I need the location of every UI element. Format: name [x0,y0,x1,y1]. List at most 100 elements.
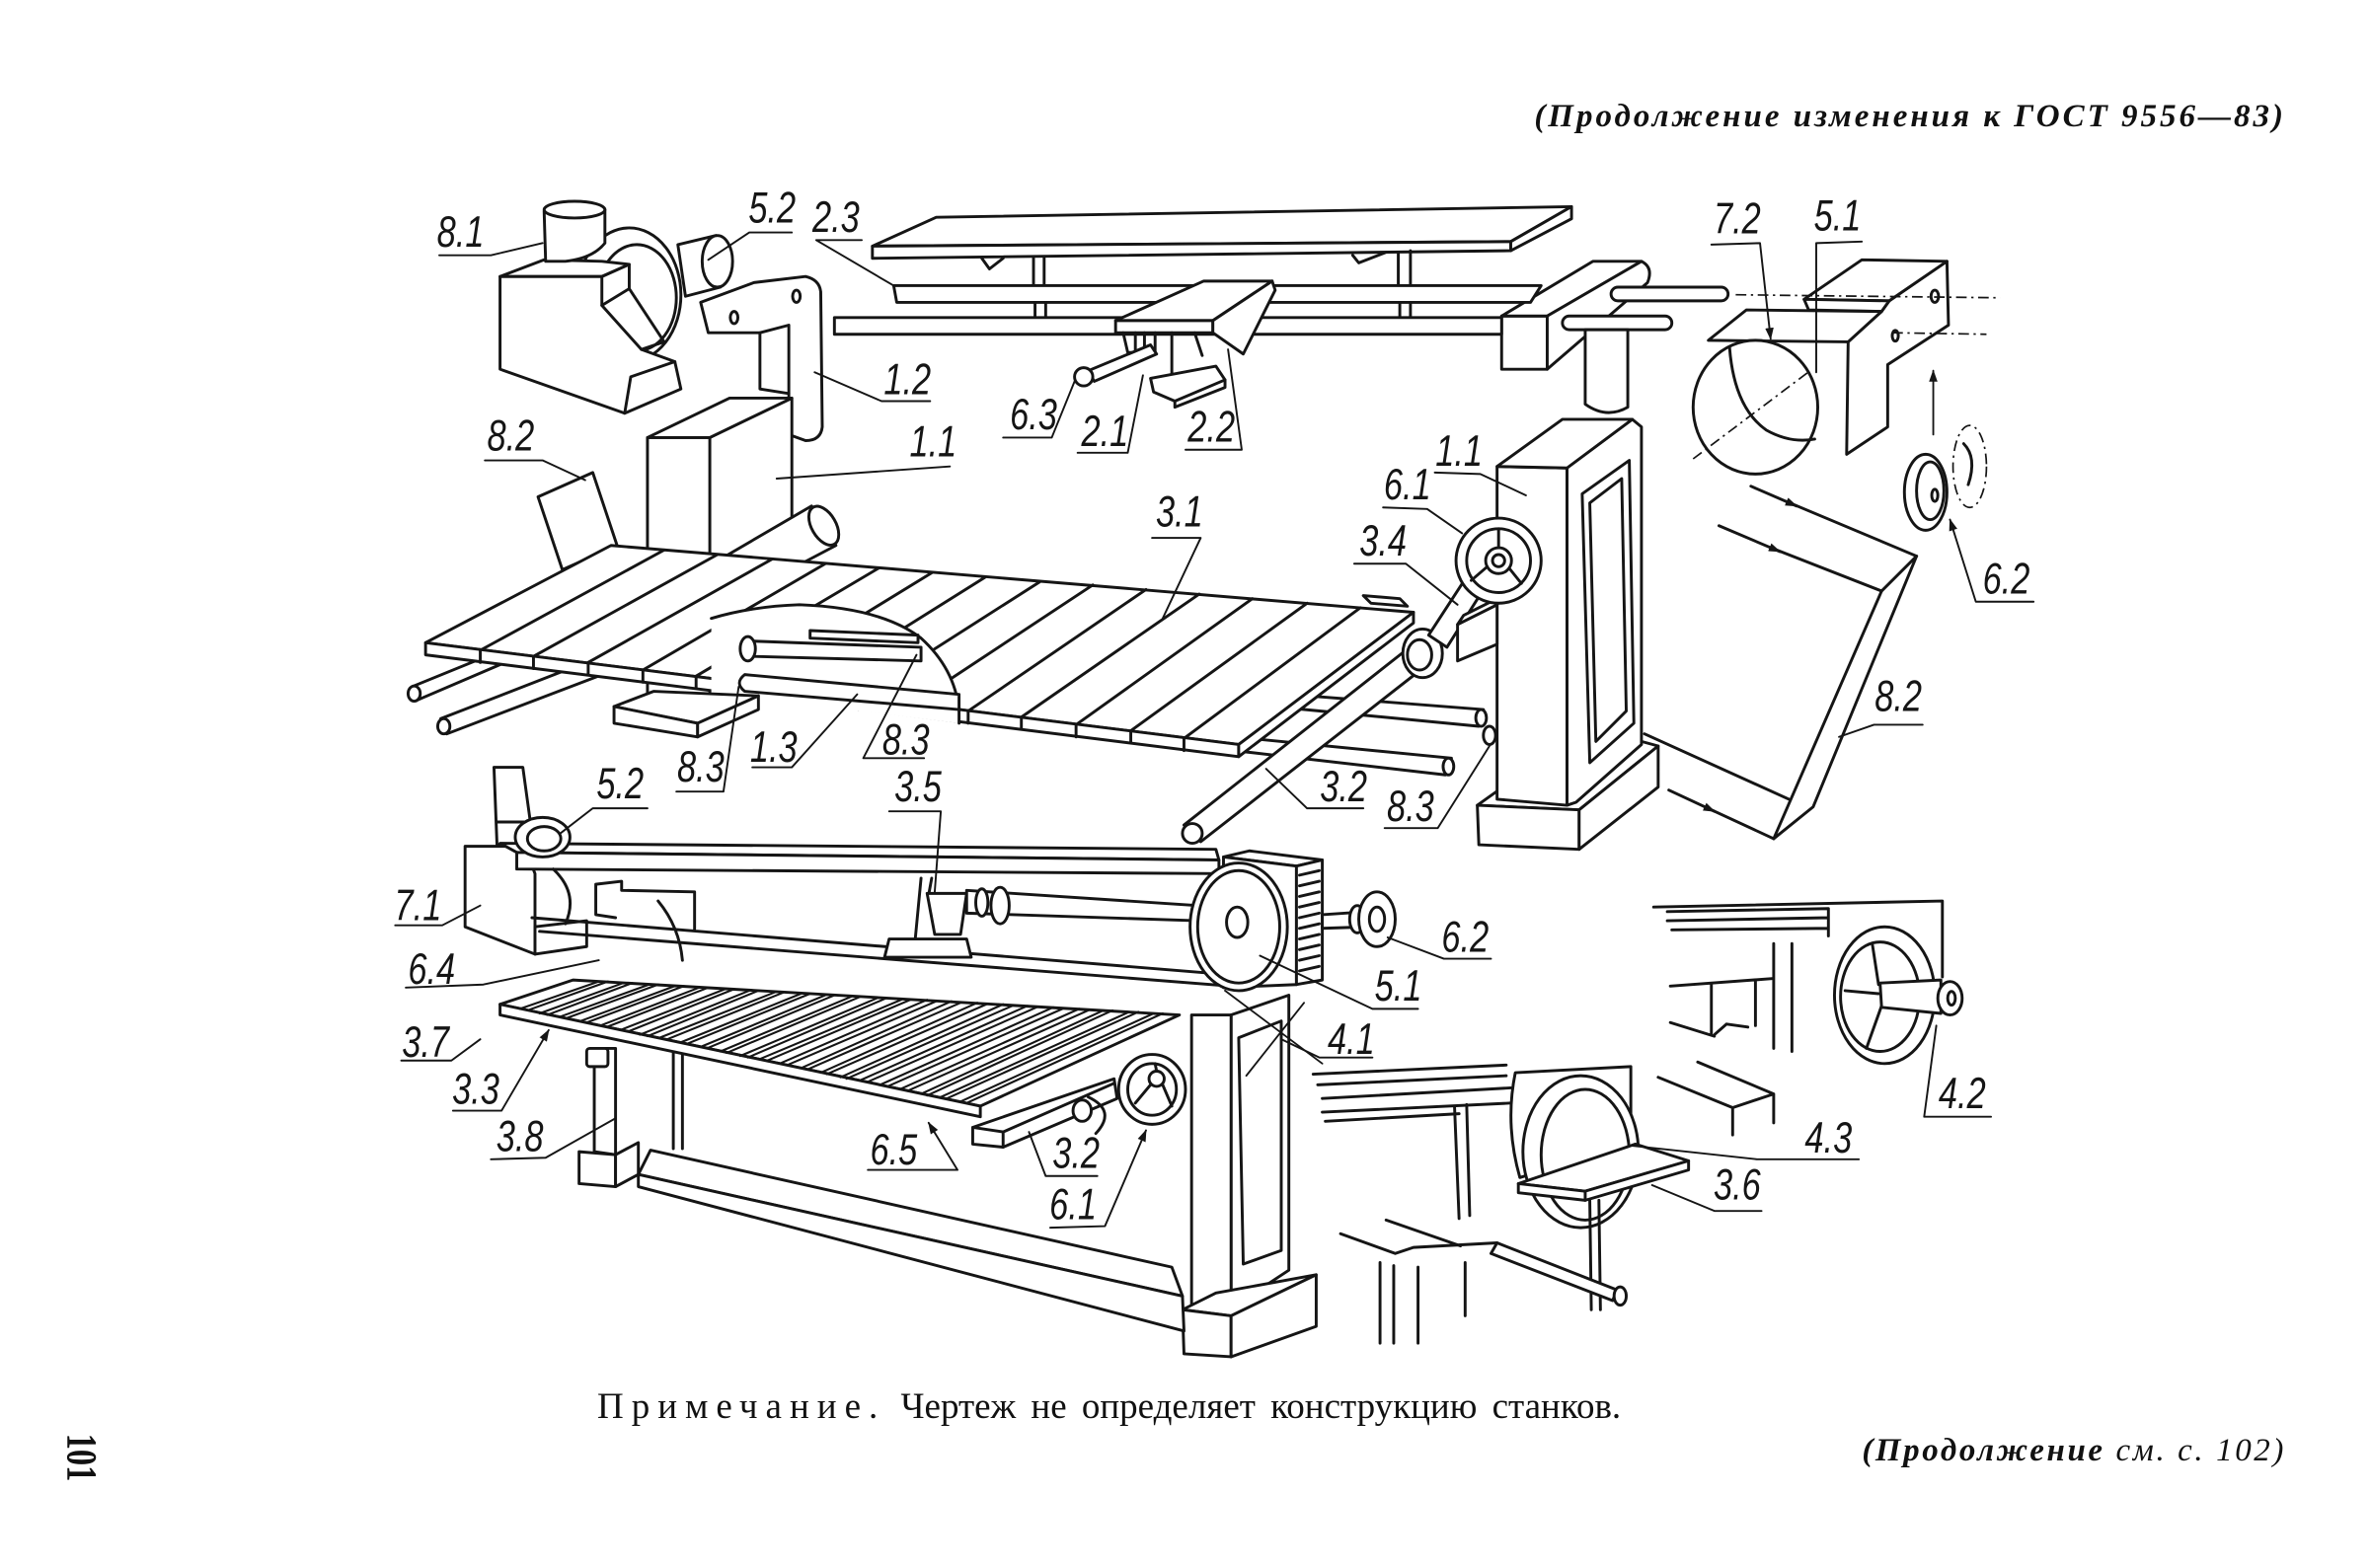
callout-leader [1710,242,1774,340]
fan-box-lower-top [1707,308,1883,343]
column-base-front [1476,803,1581,852]
callout-label: 8.1 [437,208,485,257]
callout-leader [1049,1129,1147,1230]
callout-label: 6.4 [408,945,455,994]
upper-plank-front [871,240,1512,261]
detail-posts [1453,1102,1472,1221]
callout-label: 6.3 [1010,391,1057,439]
roller-table [498,978,1324,1149]
callout-label: 4.1 [1328,1015,1375,1064]
handwheel-bore [1491,553,1506,568]
callout-leader [813,371,932,403]
callout-leader [867,1121,959,1171]
callout-label: 5.1 [1375,962,1422,1010]
callout-leader [394,904,482,927]
pulley-box-side [1294,859,1325,987]
hood-bottom-edge [1643,732,1791,801]
roller-sleeve-bore [1406,637,1433,672]
callout-leader [1433,471,1527,496]
drive-pulley-rim [1195,868,1281,985]
fan-housing-notch [600,262,677,415]
cutaway-edge [710,603,961,725]
side-handwheel-hub [1367,905,1387,933]
t-handle-bar [1561,314,1674,332]
callout-leader [1630,1144,1861,1160]
rail-posts [1032,249,1413,287]
hood-edge-inner [1772,589,1883,841]
callout-leader [400,1038,482,1062]
callout-labels: 8.1 5.2 2.3 1.2 8.2 1.1 6.3 2.1 2.2 7.2 … [395,185,2030,1230]
callout-leader [1352,562,1459,606]
plinth-front [1181,1307,1233,1359]
carriage-foot-edge [1173,378,1227,410]
callout-leader [1650,1184,1763,1213]
callout-leader [558,807,649,836]
callout-label: 3.1 [1156,488,1203,537]
column-base-side [1577,744,1660,852]
callout-leader [1280,1038,1374,1059]
callout-label: 1.1 [1435,427,1483,476]
callout-leader [1264,768,1365,810]
feed-rod-knob [738,635,757,663]
continuation-lead: (Продолжение [1862,1433,2105,1468]
handwheel-spokes [1470,527,1523,585]
right-column-panel [1237,1019,1283,1266]
bracket-hole [791,288,803,304]
detail-handwheel-4-2 [1651,899,1964,1137]
rod-right-end-cap [1474,708,1489,728]
callout-label: 3.2 [1320,763,1367,811]
callout-label: 2.3 [811,193,860,242]
callout-label: 5.2 [596,760,644,808]
fan-outlet-neck [542,208,607,263]
callout-label: 6.5 [871,1126,918,1174]
callout-leader [751,693,859,769]
table-end-tab [1361,594,1410,608]
spindle-disc [989,885,1011,926]
front-roller-end [1181,822,1204,846]
callout-label: 2.2 [1187,403,1236,451]
table-handwheel-spokes [1133,1062,1174,1108]
plinth-side [1229,1273,1318,1359]
airflow-line [1710,808,1776,841]
note-text: Чертеж не определяет конструкцию станков… [900,1386,1622,1427]
callout-leader [1002,380,1076,439]
detail-views [1311,899,1964,1345]
rod-left-end-cap [406,684,422,704]
airflow-arrow [1717,524,1782,554]
detail-bracket [1656,1060,1776,1137]
upper-slot-tube [1609,285,1730,303]
callout-label: 6.2 [1983,555,2030,603]
handwheel-hub [1484,546,1513,575]
hood-top-edge [1879,555,1919,593]
callout-leader [1838,723,1924,738]
callout-label: 6.1 [1049,1181,1097,1230]
callout-leader [1151,537,1202,620]
callout-leader [405,959,600,989]
exhaust-hood [1643,485,1919,841]
leg-clamp [584,1046,610,1069]
column-head-block [1499,314,1549,371]
airflow-line [1792,502,1919,559]
belt-housing-lines [530,867,1252,990]
pulley-box-fins [1298,868,1321,973]
column-base-side [696,694,760,739]
callout-leader [1383,745,1491,830]
callout-leader [1815,240,1864,374]
callout-label: 4.3 [1804,1114,1852,1162]
callout-label: 8.3 [882,715,930,764]
lower-frame [577,994,1318,1359]
box-axis-lower [1891,332,1987,336]
detail-hub [1878,978,1943,1015]
callout-leader [707,231,794,261]
callout-leader [451,1028,550,1112]
detail-support [1668,941,1794,1053]
callout-leader [1028,1131,1099,1177]
callout-label: 3.5 [894,763,942,811]
drive-pulley-hub [1225,905,1250,939]
detail-slats [1311,1063,1512,1123]
base-beam-front [637,1172,1186,1333]
table-shaft-collar [1086,1095,1107,1136]
callout-label: 6.1 [1384,461,1431,509]
callout-leader [775,465,952,480]
